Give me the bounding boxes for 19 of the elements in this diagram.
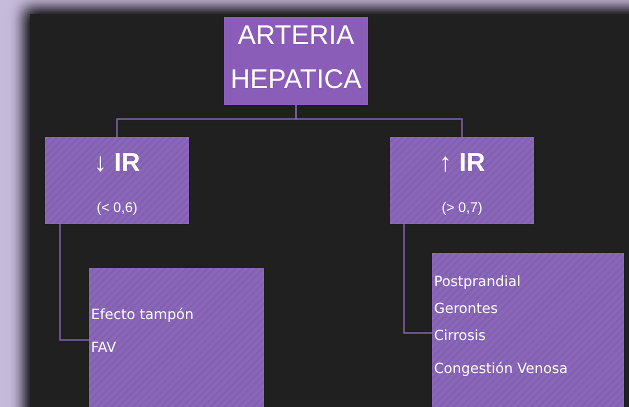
list-item: Postprandial — [434, 274, 521, 290]
node-box — [224, 17, 368, 105]
node-title: ↓ IR — [92, 147, 142, 178]
list-item: FAV — [91, 340, 116, 356]
node-subtitle: (> 0,7) — [440, 199, 484, 215]
node-box — [390, 137, 534, 224]
connector-line — [403, 224, 432, 334]
node-subtitle: (< 0,6) — [96, 199, 138, 215]
list-item: Efecto tampón — [91, 307, 194, 323]
connector-line — [295, 105, 463, 137]
node-box — [89, 268, 264, 407]
node-title: ↑ IR — [438, 147, 486, 178]
list-item: Cirrosis — [434, 328, 486, 344]
list-item: Gerontes — [434, 301, 498, 317]
node-title: ARTERIA HEPATICA — [229, 19, 363, 96]
list-item: Congestión Venosa — [434, 361, 568, 377]
node-box — [45, 137, 189, 224]
node-box — [432, 253, 624, 407]
connector-line — [59, 224, 89, 341]
